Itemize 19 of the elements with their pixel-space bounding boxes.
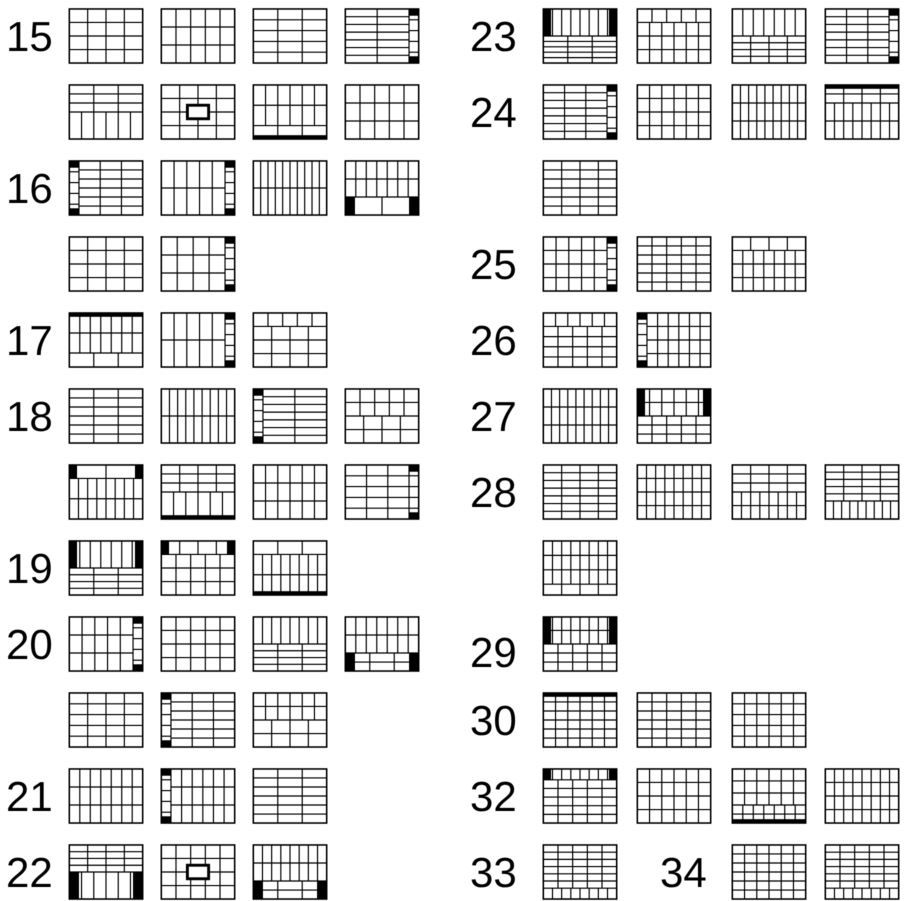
- group-number: 28: [470, 472, 517, 514]
- group-number: 18: [6, 396, 53, 438]
- group-number: 17: [6, 320, 53, 362]
- group-number: 24: [470, 92, 517, 134]
- group-number: 15: [6, 16, 53, 58]
- group-number: 27: [470, 396, 517, 438]
- group-number: 26: [470, 320, 517, 362]
- group-number: 23: [470, 16, 517, 58]
- group-number: 21: [6, 776, 53, 818]
- group-number: 32: [470, 776, 517, 818]
- group-number: 29: [470, 632, 517, 674]
- group-number: 25: [470, 244, 517, 286]
- group-number: 20: [6, 624, 53, 666]
- group-number: 19: [6, 548, 53, 590]
- group-number: 33: [470, 852, 517, 894]
- group-number: 34: [660, 852, 707, 894]
- group-number: 22: [6, 852, 53, 894]
- group-number: 16: [6, 168, 53, 210]
- group-number: 30: [470, 700, 517, 742]
